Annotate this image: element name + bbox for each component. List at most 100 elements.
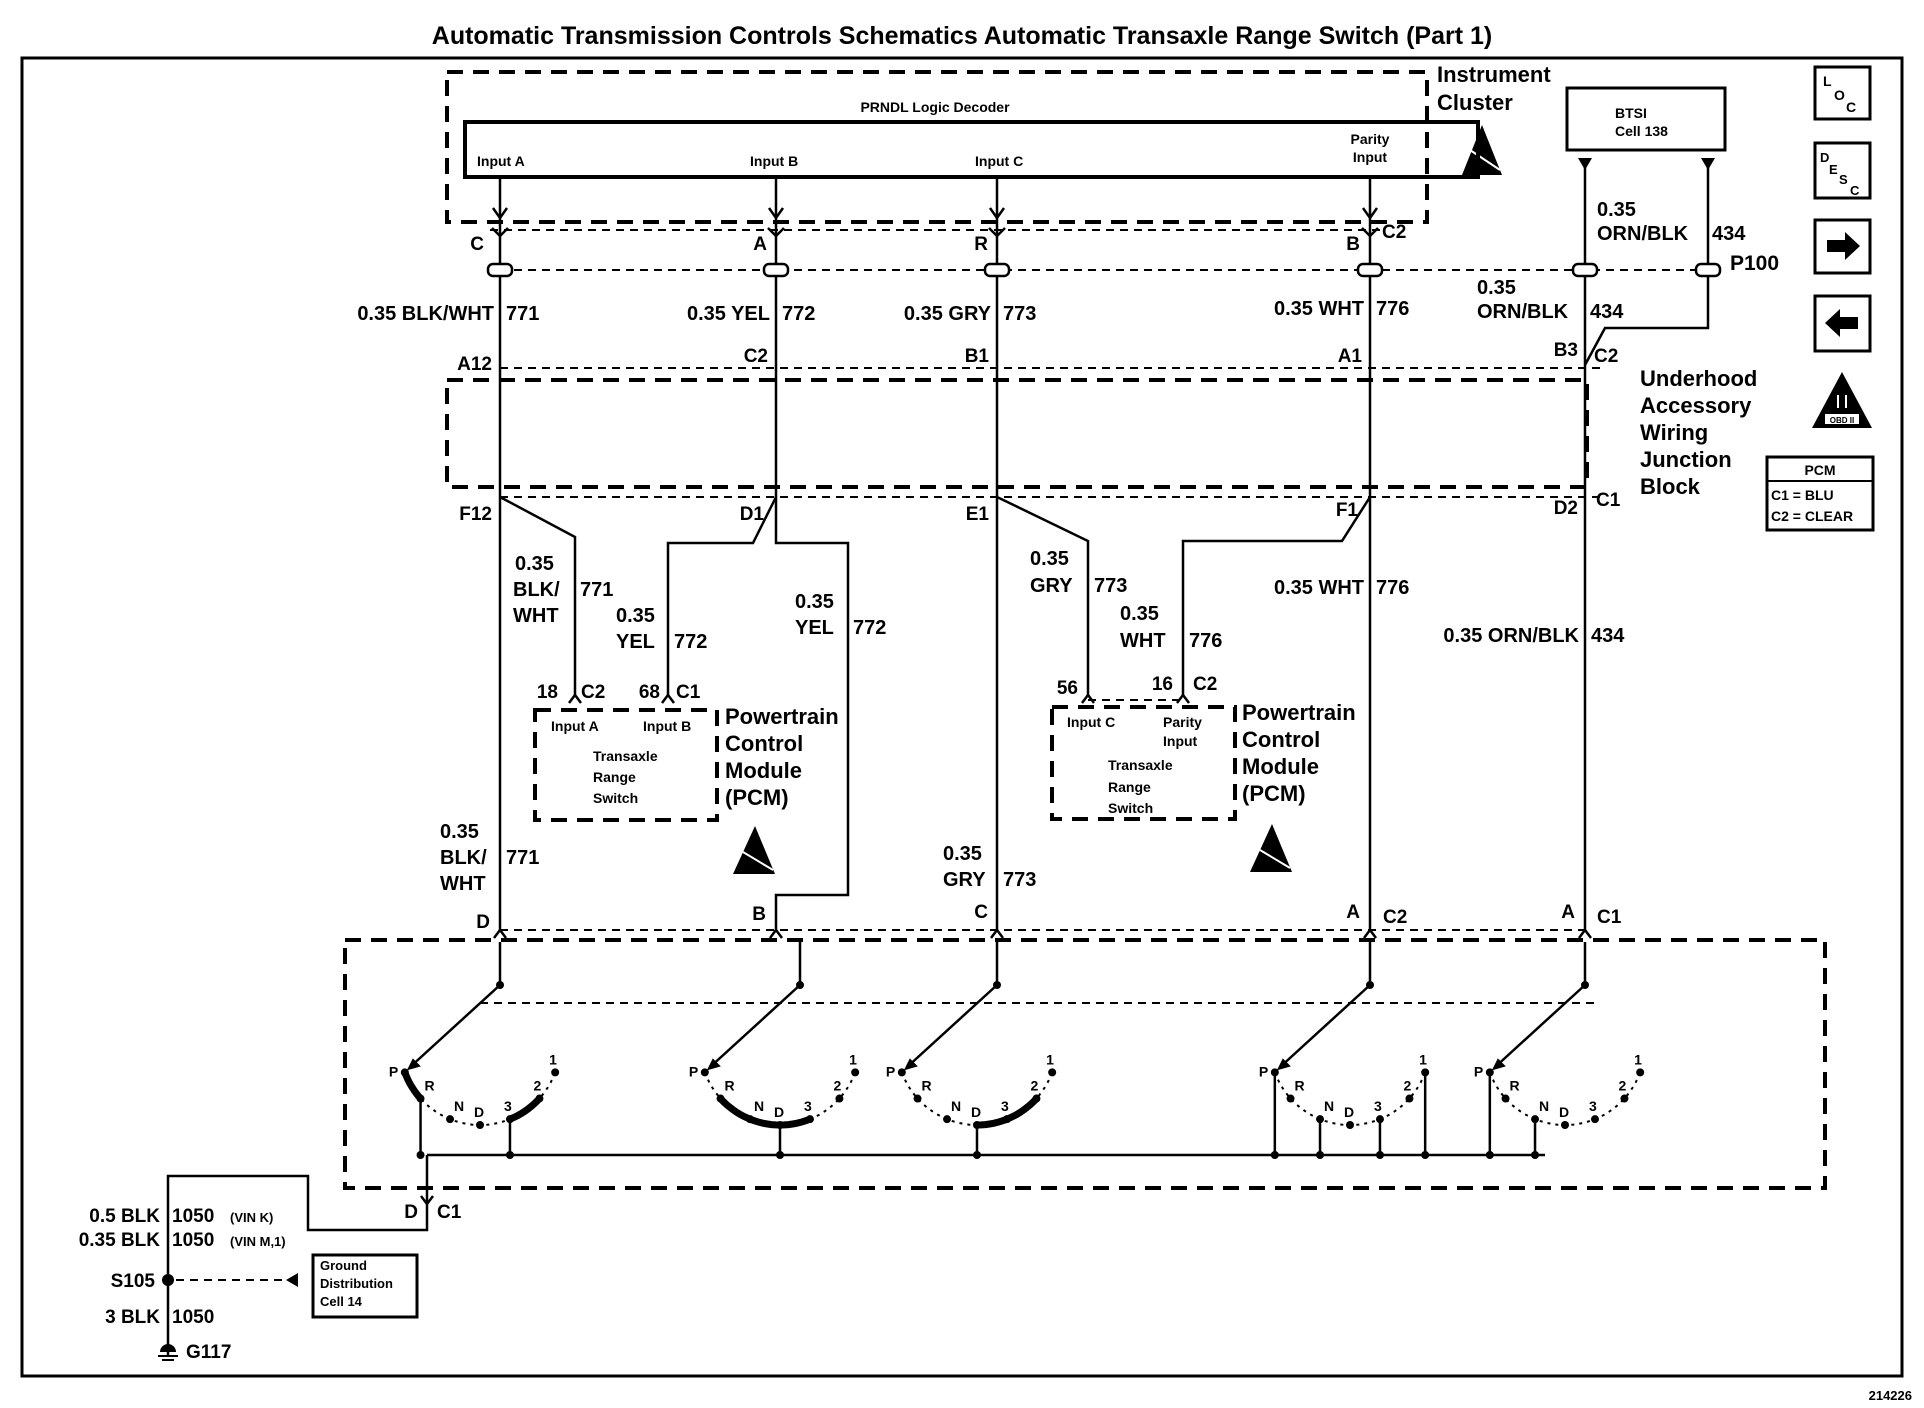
mid-771-color-2: WHT <box>513 605 559 627</box>
switch-conn-ys <box>493 927 1592 939</box>
wire-776-label: 0.35 WHT <box>1274 298 1364 320</box>
switch-wiper <box>1494 984 1586 1068</box>
position-label-1: 1 <box>1046 1051 1054 1067</box>
esd-icon <box>733 826 775 874</box>
gnd-ref-2: Distribution <box>320 1276 393 1291</box>
pcm-left-box <box>533 708 719 822</box>
svg-text:D: D <box>1820 150 1829 165</box>
ground-distribution-ref[interactable] <box>311 1253 419 1319</box>
decoder-input-b: Input B <box>750 153 798 169</box>
sw-pin-d: D <box>476 912 490 933</box>
desc-icon[interactable]: D E S C <box>1813 141 1872 200</box>
contact-2 <box>1405 1094 1414 1103</box>
position-label-R: R <box>725 1078 735 1094</box>
mid-772a-circuit: 772 <box>674 631 707 653</box>
svg-text:O: O <box>1834 87 1845 103</box>
contact-1 <box>1636 1068 1645 1077</box>
mid-771-color: BLK/ <box>513 579 560 601</box>
position-label-P: P <box>389 1063 398 1079</box>
position-label-N: N <box>1324 1098 1334 1114</box>
contact-N <box>446 1115 455 1124</box>
switch-wiper <box>409 984 501 1068</box>
ground-wire <box>166 1174 429 1355</box>
position-label-1: 1 <box>549 1051 557 1067</box>
top-wires <box>486 165 1722 370</box>
contact-R <box>1286 1094 1295 1103</box>
contact-P <box>700 1068 709 1077</box>
pcm-right-body-2: Range <box>1108 779 1151 795</box>
splice-s105-dot <box>162 1274 174 1286</box>
ground-g117: G117 <box>186 1342 231 1363</box>
mid-772b-circuit: 772 <box>853 617 886 639</box>
contact-P <box>897 1068 906 1077</box>
range-switch-box <box>343 938 1827 1190</box>
sw-pin-c: C <box>974 902 988 923</box>
contact-1 <box>1048 1068 1057 1077</box>
mid-772a-color: YEL <box>616 631 655 653</box>
wire-772-circuit: 772 <box>782 303 815 325</box>
pcm-left-conn-c1: C1 <box>676 682 701 703</box>
pcm-left-label-4: (PCM) <box>725 785 789 810</box>
low-771-circuit: 771 <box>506 847 539 869</box>
wire-772-label: 0.35 YEL <box>687 303 770 325</box>
wiper-arrow <box>903 1058 918 1071</box>
mid-773-circuit: 773 <box>1094 575 1127 597</box>
btsi-box <box>1565 86 1727 152</box>
mid-wires <box>498 495 1587 930</box>
position-label-N: N <box>454 1098 464 1114</box>
sw-pin-a: A <box>1346 902 1360 923</box>
position-label-P: P <box>886 1063 895 1079</box>
jb-pin-e1: E1 <box>966 504 990 525</box>
prev-page-arrow-icon[interactable] <box>1813 294 1872 353</box>
position-label-D: D <box>971 1104 981 1120</box>
switch-wiper <box>1279 984 1371 1068</box>
contact-2 <box>835 1094 844 1103</box>
pcm-left-pin-68: 68 <box>639 682 660 703</box>
jb-pin-c2: C2 <box>744 346 768 367</box>
position-label-3: 3 <box>1589 1098 1597 1114</box>
jb-label-2: Accessory <box>1640 393 1752 418</box>
position-label-2: 2 <box>533 1078 541 1094</box>
contact-R <box>1501 1094 1510 1103</box>
sw-pin-b: B <box>752 904 766 925</box>
ground-icon <box>158 1344 178 1361</box>
gnd-vin-1: (VIN K) <box>230 1210 273 1225</box>
contact-1 <box>851 1068 860 1077</box>
sw-ground-conn: C1 <box>437 1202 462 1223</box>
position-label-D: D <box>774 1104 784 1120</box>
next-page-arrow-icon[interactable] <box>1813 218 1872 275</box>
sw-pin-a2: A <box>1561 902 1575 923</box>
svg-text:C: C <box>1850 183 1860 198</box>
mid-776b-circuit: 776 <box>1376 577 1409 599</box>
decoder-parity: Parity <box>1351 131 1390 147</box>
svg-text:L: L <box>1823 73 1832 89</box>
pcm-right-pin-16: 16 <box>1152 674 1173 695</box>
instrument-cluster-box <box>445 70 1429 224</box>
pcm-left-label: Powertrain <box>725 704 839 729</box>
gnd-wire-1: 0.5 BLK <box>89 1206 160 1227</box>
switch-wiper <box>906 984 998 1068</box>
contact-2 <box>1620 1094 1629 1103</box>
position-label-N: N <box>951 1098 961 1114</box>
mid-772b-color: YEL <box>795 617 834 639</box>
loc-icon[interactable]: L O C <box>1813 65 1872 121</box>
jb-conn-c1: C1 <box>1596 490 1621 511</box>
contact-3 <box>1002 1115 1011 1124</box>
position-label-3: 3 <box>1374 1098 1382 1114</box>
pcm-right-box <box>1050 705 1237 821</box>
pin-r: R <box>974 234 988 255</box>
low-773-circuit: 773 <box>1003 869 1036 891</box>
low-771-color-2: WHT <box>440 873 486 895</box>
wire-434-top-gauge: 0.35 <box>1597 199 1636 221</box>
page-title: Automatic Transmission Controls Schemati… <box>432 22 1492 50</box>
mid-771-circuit: 771 <box>580 579 613 601</box>
low-773-color: GRY <box>943 869 986 891</box>
jb-pin-b3: B3 <box>1554 340 1578 361</box>
position-label-2: 2 <box>1030 1078 1038 1094</box>
esd-icon <box>1250 824 1292 872</box>
pcm-left-input-a: Input A <box>551 718 599 734</box>
pcm-right-label-2: Control <box>1242 727 1320 752</box>
mid-434-circuit: 434 <box>1591 625 1625 647</box>
